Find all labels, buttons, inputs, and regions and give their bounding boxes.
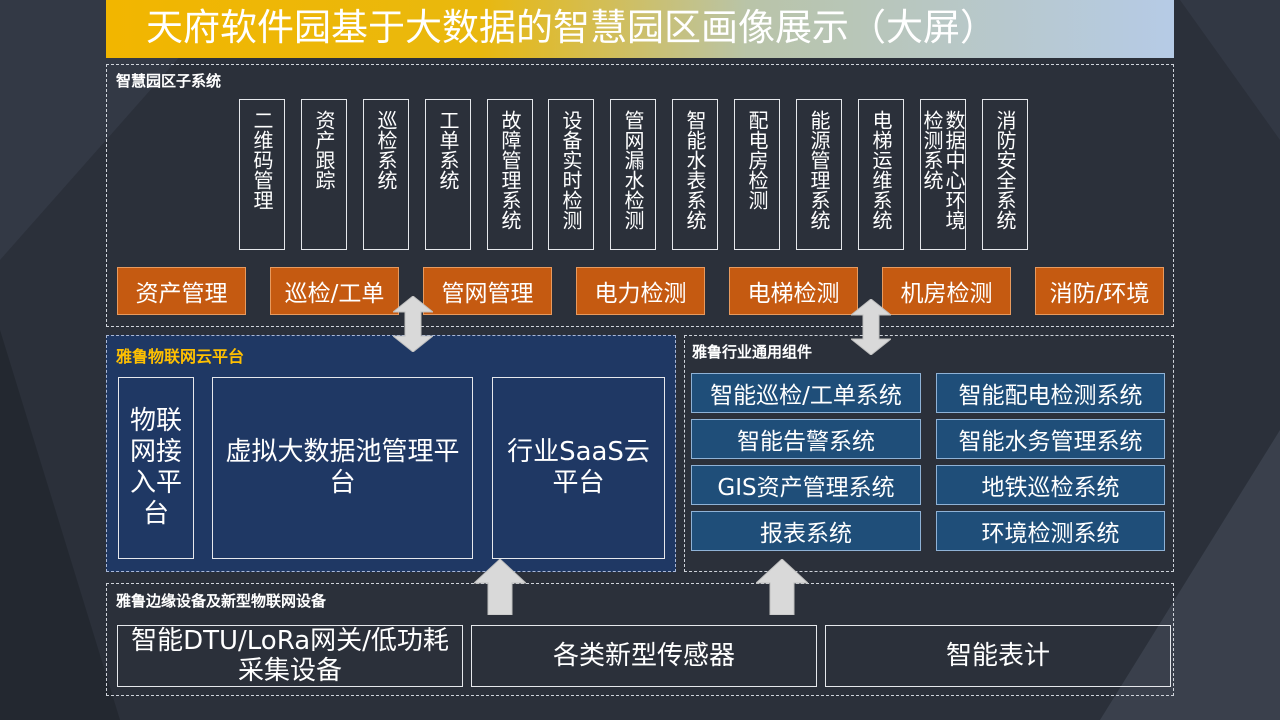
subsystem-box: 消防安全系统: [982, 99, 1028, 250]
device-box: 智能DTU/LoRa网关/低功耗采集设备: [117, 625, 463, 687]
category-box: 电力检测: [576, 267, 705, 315]
subsystem-label: 故障管理系统: [498, 110, 522, 230]
subsystem-box: 工单系统: [425, 99, 471, 250]
component-box: 智能巡检/工单系统: [691, 373, 921, 413]
component-box: 智能告警系统: [691, 419, 921, 459]
cloud-platform-section: [106, 335, 676, 572]
device-box: 智能表计: [825, 625, 1171, 687]
subsystem-box: 故障管理系统: [487, 99, 533, 250]
category-box: 巡检/工单: [270, 267, 399, 315]
title-banner: [106, 0, 1174, 58]
subsystem-box: 配电房检测: [734, 99, 780, 250]
edge-devices-section: [106, 583, 1174, 696]
subsystem-label: 管网漏水检测: [621, 110, 645, 230]
subsystem-label: 智能水表系统: [683, 110, 707, 230]
subsystem-label: 工单系统: [436, 110, 460, 190]
subsystem-label: 电梯运维系统: [869, 110, 893, 230]
subsystem-label: 数据中心环境检测系统: [920, 110, 966, 230]
category-box: 机房检测: [882, 267, 1011, 315]
subsystem-label: 资产跟踪: [312, 110, 336, 190]
up-arrow-icon: [474, 559, 526, 615]
subsystem-box: 电梯运维系统: [858, 99, 904, 250]
subsystem-box: 资产跟踪: [301, 99, 347, 250]
subsystem-box: 二维码管理: [239, 99, 285, 250]
cloud-platform-title: 雅鲁物联网云平台: [116, 347, 245, 366]
subsystem-box: 数据中心环境检测系统: [920, 99, 966, 250]
subsystems-section: [106, 64, 1174, 327]
category-box: 消防/环境: [1035, 267, 1164, 315]
category-box: 管网管理: [423, 267, 552, 315]
subsystem-box: 管网漏水检测: [610, 99, 656, 250]
page-title: 天府软件园基于大数据的智慧园区画像展示（大屏）: [146, 6, 997, 49]
industry-components-section: [684, 335, 1174, 572]
double-arrow-icon: [851, 299, 891, 355]
component-box: 地铁巡检系统: [936, 465, 1165, 505]
component-box: GIS资产管理系统: [691, 465, 921, 505]
subsystem-label: 设备实时检测: [559, 110, 583, 230]
edge-devices-title: 雅鲁边缘设备及新型物联网设备: [116, 592, 327, 610]
subsystem-label: 消防安全系统: [993, 110, 1017, 230]
subsystem-label: 二维码管理: [250, 110, 274, 210]
subsystem-box: 智能水表系统: [672, 99, 718, 250]
up-arrow-icon: [756, 559, 808, 615]
platform-box: 物联网接入平台: [118, 377, 194, 559]
subsystem-box: 巡检系统: [363, 99, 409, 250]
subsystem-label: 巡检系统: [374, 110, 398, 190]
subsystems-title: 智慧园区子系统: [116, 72, 222, 90]
component-box: 报表系统: [691, 511, 921, 551]
component-box: 环境检测系统: [936, 511, 1165, 551]
subsystem-box: 能源管理系统: [796, 99, 842, 250]
component-box: 智能配电检测系统: [936, 373, 1165, 413]
category-box: 资产管理: [117, 267, 246, 315]
industry-components-title: 雅鲁行业通用组件: [692, 343, 813, 361]
double-arrow-icon: [393, 296, 433, 352]
subsystem-box: 设备实时检测: [548, 99, 594, 250]
component-box: 智能水务管理系统: [936, 419, 1165, 459]
subsystem-label: 配电房检测: [745, 110, 769, 210]
category-box: 电梯检测: [729, 267, 858, 315]
platform-box: 虚拟大数据池管理平台: [212, 377, 473, 559]
device-box: 各类新型传感器: [471, 625, 817, 687]
subsystem-label: 能源管理系统: [807, 110, 831, 230]
platform-box: 行业SaaS云平台: [492, 377, 665, 559]
